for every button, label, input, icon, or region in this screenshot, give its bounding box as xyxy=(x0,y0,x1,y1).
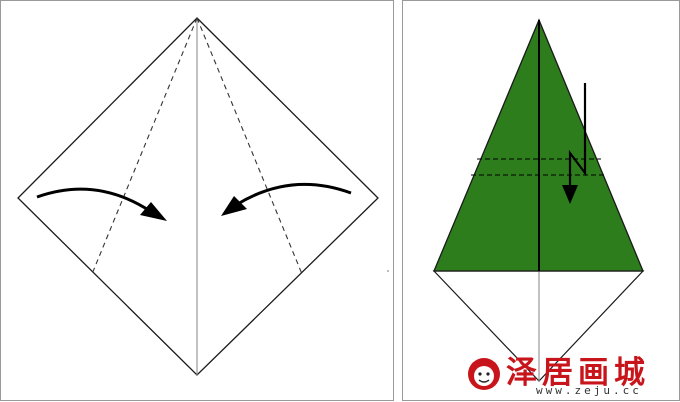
watermark-title: 泽居画城 xyxy=(506,355,650,391)
speck-dot xyxy=(387,270,389,272)
curved-right-arrow xyxy=(36,187,151,213)
square-paper-outline xyxy=(17,17,379,376)
site-watermark: 泽居画城 www.zeju.cc xyxy=(466,349,676,399)
curved-left-arrowhead xyxy=(221,196,247,216)
watermark-logo-icon xyxy=(468,358,500,390)
zigzag-arrowhead xyxy=(562,185,578,204)
kite-fold-diagram xyxy=(17,17,389,376)
step-1-panel xyxy=(0,0,394,401)
tree-fold-diagram xyxy=(432,18,645,382)
curved-left-arrow xyxy=(235,182,352,207)
curved-right-arrowhead xyxy=(140,202,167,221)
right-dashed-fold-line xyxy=(196,17,303,275)
zigzag-down-arrow xyxy=(568,83,587,189)
left-dashed-fold-line xyxy=(91,17,198,275)
watermark-url: www.zeju.cc xyxy=(536,384,642,397)
step-2-panel xyxy=(402,0,680,401)
